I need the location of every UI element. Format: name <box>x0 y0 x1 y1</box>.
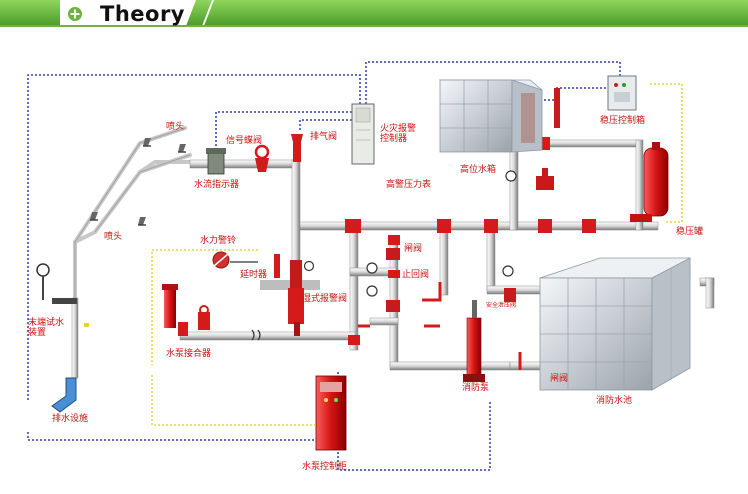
fire-pool-tank <box>539 257 691 391</box>
label-sprinkler-head-top: 喷头 <box>166 122 185 132</box>
pump-adapter <box>162 284 210 336</box>
yellow-signal-lines <box>151 83 683 426</box>
label-gate-valve-2: 闸阀 <box>550 374 569 384</box>
pressure-gauge-icon <box>303 170 517 297</box>
pressure-tank <box>630 142 669 222</box>
label-pressure-tank: 稳压罐 <box>676 227 704 237</box>
wet-alarm-valve <box>260 260 320 336</box>
label-fire-alarm-panel: 火灾报警 控制器 <box>380 124 417 144</box>
label-fire-pool: 消防水池 <box>596 396 633 406</box>
sprinkler-branch-pipes <box>73 126 257 307</box>
label-gate-valve: 闸阀 <box>404 244 423 254</box>
plus-circle-icon <box>67 6 83 22</box>
hydraulic-alarm-bell <box>212 251 258 269</box>
exhaust-valve-icon <box>291 134 303 162</box>
label-pressure-control-box: 稳压控制箱 <box>600 116 646 126</box>
delay-device <box>274 254 280 278</box>
fire-pump <box>463 300 485 382</box>
valve-wheel-icon <box>254 144 270 172</box>
label-water-flow-indicator: 水流指示器 <box>194 180 240 190</box>
page-title: Theory <box>100 2 185 26</box>
label-high-alarm-pressure: 高警压力表 <box>386 180 432 190</box>
sprinkler-head-icon <box>90 138 186 226</box>
fire-sprinkler-system-diagram <box>27 61 715 471</box>
label-wet-alarm-valve: 湿式报警阀 <box>302 294 348 304</box>
header-banner <box>0 0 748 27</box>
label-pump-control-cabinet: 水泵控制柜 <box>302 462 348 472</box>
pressure-control-box <box>607 75 637 111</box>
label-high-tank: 高位水箱 <box>460 165 497 175</box>
drain-facility-icon <box>51 377 77 413</box>
pipe-fittings <box>345 137 596 345</box>
label-hydraulic-alarm-bell: 水力警铃 <box>200 236 237 246</box>
label-fire-pump: 消防泵 <box>462 383 490 393</box>
red-spur-pipes <box>358 282 522 370</box>
label-delay-device: 延时器 <box>240 270 268 280</box>
label-exhaust-valve: 排气阀 <box>310 132 338 142</box>
label-pump-adapter: 水泵接合器 <box>166 349 212 359</box>
label-check-valve: 止回阀 <box>402 270 430 280</box>
main-pipes <box>179 139 715 371</box>
label-safety-relief-valve: 安全泄压阀 <box>486 302 517 309</box>
label-drain-facility: 排水设施 <box>52 414 89 424</box>
label-end-test-device: 末端试水 装置 <box>28 318 65 338</box>
high-water-tank <box>438 79 544 153</box>
theory-header: Theory <box>0 0 748 28</box>
fire-alarm-controller <box>351 103 375 165</box>
signal-butterfly-valve-icon <box>206 148 226 175</box>
label-signal-butterfly-valve: 信号蝶阀 <box>226 136 263 146</box>
label-sprinkler-head-bottom: 喷头 <box>104 232 123 242</box>
pipe-break-symbol <box>251 329 261 341</box>
pump-control-cabinet <box>315 375 347 451</box>
